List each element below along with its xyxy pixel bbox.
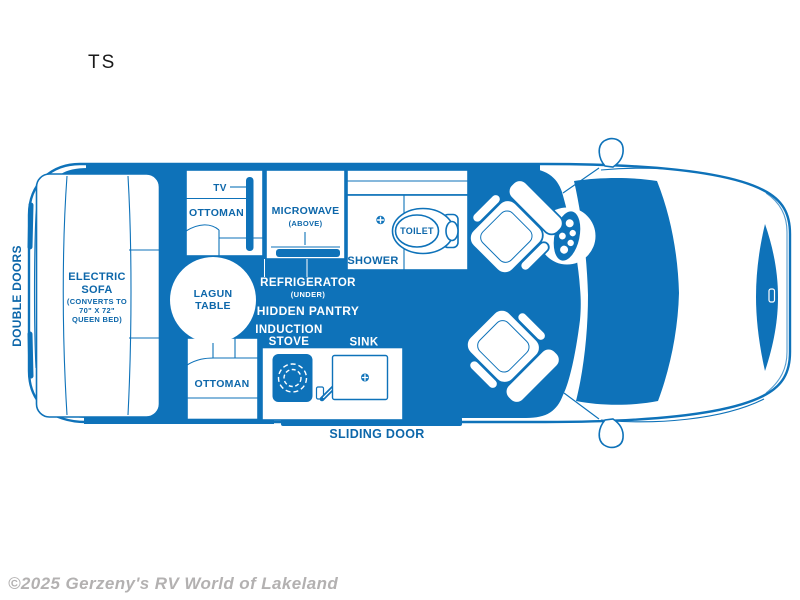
kitchen-counter xyxy=(261,346,404,421)
driver-seat xyxy=(468,179,564,275)
ottoman-top-label: OTTOMAN xyxy=(189,207,244,219)
microwave-note: (ABOVE) xyxy=(289,219,323,228)
induction-stove-label-line1: INDUCTION xyxy=(255,324,323,336)
sink-basin xyxy=(331,354,389,401)
sofa-label-line1: ELECTRIC xyxy=(68,271,125,283)
hidden-pantry-label: HIDDEN PANTRY xyxy=(257,304,360,318)
lagun-table: LAGUN TABLE xyxy=(170,257,256,343)
hood-crease-bottom xyxy=(600,398,765,423)
windshield xyxy=(574,178,679,405)
lagun-table-label-line1: LAGUN xyxy=(194,288,233,300)
a-pillar-line-bottom xyxy=(563,392,600,420)
refrigerator-note: (UNDER) xyxy=(291,290,326,299)
floorplan-model-title: TS xyxy=(88,52,117,73)
induction-stove xyxy=(272,354,313,402)
bottom-ottoman: OTTOMAN xyxy=(186,337,259,421)
top-wall xyxy=(86,163,540,171)
electric-sofa: ELECTRIC SOFA (CONVERTS TO 70" X 72" QUE… xyxy=(35,173,161,418)
bottom-wall xyxy=(84,417,274,424)
sofa-note-line3: QUEEN BED) xyxy=(72,315,122,324)
a-pillar-line-top xyxy=(562,167,600,194)
rear-door-hinge-bottom xyxy=(27,331,34,379)
toilet: TOILET xyxy=(391,207,459,255)
shower-drain-icon xyxy=(376,215,385,225)
bathroom: SHOWER TOILET xyxy=(346,169,469,271)
tv-ottoman-unit: TV OTTOMAN xyxy=(185,169,264,257)
sofa-note-line1: (CONVERTS TO xyxy=(67,297,127,306)
shower-label: SHOWER xyxy=(347,255,398,267)
overhead-cabinet xyxy=(346,169,469,196)
toilet-label: TOILET xyxy=(400,226,434,236)
refrigerator-label: REFRIGERATOR xyxy=(260,277,356,289)
sofa-label-line2: SOFA xyxy=(81,284,112,296)
sink-label: SINK xyxy=(349,337,378,349)
hood-crease-top xyxy=(600,167,765,192)
passenger-seat xyxy=(465,308,561,404)
front-grille xyxy=(756,224,778,371)
side-mirror-top xyxy=(598,137,624,168)
refrigerator-drawer xyxy=(276,249,340,257)
induction-stove-label-line2: STOVE xyxy=(269,336,310,348)
double-doors-label: DOUBLE DOORS xyxy=(10,245,24,347)
sofa-note-line2: 70" X 72" xyxy=(79,306,115,315)
front-inner-line xyxy=(765,192,788,394)
dealer-watermark: ©2025 Gerzeny's RV World of Lakeland xyxy=(8,574,339,593)
sliding-door-label: SLIDING DOOR xyxy=(329,427,424,441)
ottoman-bottom-label: OTTOMAN xyxy=(195,378,250,390)
lagun-table-label-line2: TABLE xyxy=(195,300,231,312)
tv-screen xyxy=(246,177,254,251)
tv-label: TV xyxy=(213,183,226,194)
microwave-cabinet: MICROWAVE (ABOVE) xyxy=(265,169,346,260)
microwave-label: MICROWAVE xyxy=(272,205,340,217)
rear-door-hinge-top xyxy=(27,202,34,250)
side-mirror-bottom xyxy=(598,418,624,449)
grille-handle xyxy=(768,288,776,303)
